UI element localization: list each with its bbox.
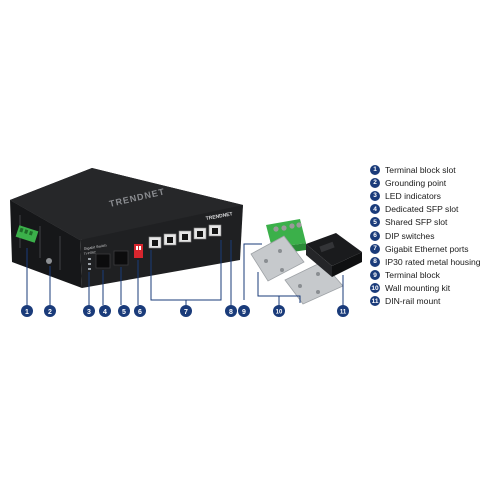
legend-label: LED indicators — [385, 190, 441, 201]
callout-badge-9: 9 — [238, 305, 250, 317]
dip-switches — [134, 244, 143, 258]
legend-item: 2 Grounding point — [370, 176, 481, 189]
legend-item: 9 Terminal block — [370, 269, 481, 282]
callout-badge-7: 7 — [180, 305, 192, 317]
dedicated-sfp-slot — [95, 253, 111, 269]
callout-badge-1: 1 — [21, 305, 33, 317]
legend-number: 2 — [370, 177, 380, 188]
legend-label: Grounding point — [385, 177, 447, 188]
svg-text:7: 7 — [184, 309, 188, 316]
legend-item: 5 Shared SFP slot — [370, 216, 481, 229]
callout-badges: 1 2 3 4 5 6 7 8 9 10 11 — [21, 305, 349, 317]
callout-badge-8: 8 — [225, 305, 237, 317]
legend-number: 5 — [370, 217, 380, 228]
legend-number: 7 — [370, 243, 380, 254]
svg-text:2: 2 — [48, 309, 52, 316]
legend-label: DIP switches — [385, 230, 435, 241]
callout-badge-2: 2 — [44, 305, 56, 317]
callout-badge-6: 6 — [134, 305, 146, 317]
leader-lines — [26, 240, 344, 305]
svg-text:6: 6 — [138, 309, 142, 316]
svg-text:9: 9 — [242, 309, 246, 316]
legend-item: 7 Gigabit Ethernet ports — [370, 242, 481, 255]
svg-text:1: 1 — [25, 309, 29, 316]
legend-number: 8 — [370, 256, 380, 267]
callout-badge-3: 3 — [83, 305, 95, 317]
legend-number: 3 — [370, 190, 380, 201]
grounding-point — [46, 258, 52, 264]
legend-number: 11 — [370, 296, 380, 307]
legend-label: Shared SFP slot — [385, 217, 448, 228]
legend-label: Wall mounting kit — [385, 283, 451, 294]
legend-label: DIN-rail mount — [385, 296, 441, 307]
legend-item: 10 Wall mounting kit — [370, 282, 481, 295]
din-rail-mount — [306, 233, 362, 277]
svg-text:4: 4 — [103, 309, 107, 316]
model-text: Gigabit Switch — [84, 243, 107, 251]
legend-item: 6 DIP switches — [370, 229, 481, 242]
front-logo: TRENDNET — [205, 211, 233, 222]
legend-label: Gigabit Ethernet ports — [385, 243, 469, 254]
legend-item: 3 LED indicators — [370, 189, 481, 202]
legend-item: 8 IP30 rated metal housing — [370, 255, 481, 268]
legend-number: 1 — [370, 164, 380, 175]
legend-label: IP30 rated metal housing — [385, 256, 481, 267]
svg-text:8: 8 — [229, 309, 233, 316]
callout-badge-11: 11 — [337, 305, 349, 317]
switch-chassis: TRENDNET TRENDNET Gigabit Switch TI-PG62 — [10, 168, 243, 288]
legend-label: Terminal block — [385, 270, 440, 281]
legend-item: 11 DIN-rail mount — [370, 295, 481, 308]
callout-badge-4: 4 — [99, 305, 111, 317]
callout-badge-10: 10 — [273, 305, 285, 317]
legend-number: 6 — [370, 230, 380, 241]
model-subtext: TI-PG62 — [84, 250, 97, 256]
legend-item: 1 Terminal block slot — [370, 163, 481, 176]
callout-badge-5: 5 — [118, 305, 130, 317]
svg-text:11: 11 — [340, 310, 347, 316]
svg-text:5: 5 — [122, 309, 126, 316]
svg-text:10: 10 — [276, 310, 283, 316]
legend-label: Terminal block slot — [385, 164, 456, 175]
legend-number: 4 — [370, 204, 380, 215]
gigabit-ethernet-ports — [148, 224, 222, 249]
legend-number: 9 — [370, 270, 380, 281]
svg-text:3: 3 — [87, 309, 91, 316]
legend-item: 4 Dedicated SFP slot — [370, 203, 481, 216]
legend-number: 10 — [370, 283, 380, 294]
legend-label: Dedicated SFP slot — [385, 204, 459, 215]
led-indicators — [88, 258, 91, 270]
shared-sfp-slot — [113, 250, 129, 266]
